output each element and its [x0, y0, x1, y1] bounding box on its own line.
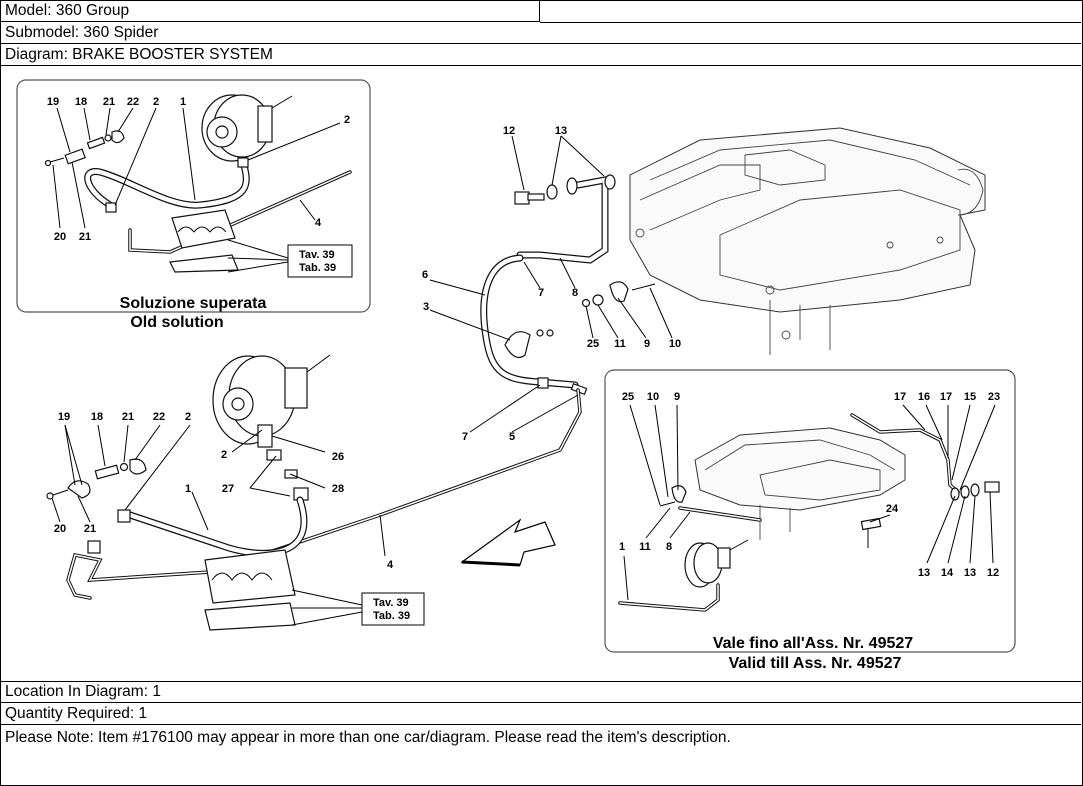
- diagram-row: Diagram: BRAKE BOOSTER SYSTEM: [0, 44, 1081, 66]
- callout-number: 2: [344, 114, 350, 126]
- model-row-filler: [540, 0, 1081, 23]
- callout-number: 7: [538, 287, 544, 299]
- callout-number: 25: [622, 391, 634, 403]
- callout-number: 2: [221, 449, 227, 461]
- callout-number: 12: [503, 125, 515, 137]
- callout-number: 21: [103, 96, 115, 108]
- callout-number: 8: [572, 287, 578, 299]
- callout-number: 25: [587, 338, 599, 350]
- callout-number: 22: [127, 96, 139, 108]
- main-assembly-drawing: [46, 135, 673, 631]
- callout-number: 4: [387, 559, 394, 571]
- callout-number: 20: [54, 231, 66, 243]
- location-row: Location In Diagram: 1: [0, 681, 1081, 703]
- callout-number: 1: [180, 96, 186, 108]
- callout-number: 10: [647, 391, 659, 403]
- callout-number: 21: [84, 523, 96, 535]
- main-tab-label: Tab. 39: [373, 610, 410, 622]
- callout-number: 22: [153, 411, 165, 423]
- callout-number: 13: [964, 567, 976, 579]
- valid-till-caption-en: Valid till Ass. Nr. 49527: [729, 655, 902, 672]
- note-text: Please Note: Item #176100 may appear in …: [5, 729, 731, 746]
- valid-till-inset: [604, 369, 1016, 653]
- callout-number: 28: [332, 483, 344, 495]
- engine-intake-drawing: [629, 127, 986, 355]
- callout-number: 12: [987, 567, 999, 579]
- quantity-row: Quantity Required: 1: [0, 703, 1081, 725]
- callout-number: 18: [91, 411, 103, 423]
- callout-number: 27: [222, 483, 234, 495]
- callout-number: 18: [75, 96, 87, 108]
- callout-number: 1: [185, 483, 191, 495]
- note-row: Please Note: Item #176100 may appear in …: [0, 725, 1081, 784]
- callout-number: 21: [122, 411, 134, 423]
- callout-number: 11: [639, 541, 651, 553]
- callout-number: 14: [941, 567, 954, 579]
- callout-number: 19: [58, 411, 70, 423]
- callout-number: 17: [940, 391, 952, 403]
- old-tav-label: Tav. 39: [299, 249, 335, 261]
- location-label: Location In Diagram: 1: [5, 683, 161, 700]
- submodel-row: Submodel: 360 Spider: [0, 22, 1081, 44]
- callout-number: 3: [423, 301, 429, 313]
- main-tav-label: Tav. 39: [373, 597, 409, 609]
- old-tab-label: Tab. 39: [299, 262, 336, 274]
- callout-number: 4: [315, 217, 322, 229]
- callout-number: 23: [988, 391, 1000, 403]
- model-label: Model: 360 Group: [5, 2, 130, 19]
- diagram-label: Diagram: BRAKE BOOSTER SYSTEM: [5, 46, 273, 63]
- callout-number: 11: [614, 338, 626, 350]
- valid-till-caption-it: Vale fino all'Ass. Nr. 49527: [713, 635, 913, 652]
- submodel-label: Submodel: 360 Spider: [5, 24, 159, 41]
- callout-number: 13: [918, 567, 930, 579]
- callout-number: 17: [894, 391, 906, 403]
- model-row: Model: 360 Group: [0, 0, 540, 22]
- callout-number: 24: [886, 503, 899, 515]
- callout-number: 9: [674, 391, 680, 403]
- callout-number: 15: [964, 391, 976, 403]
- callout-number: 6: [422, 269, 428, 281]
- callout-number: 2: [185, 411, 191, 423]
- callout-number: 10: [669, 338, 681, 350]
- old-solution-caption-it: Soluzione superata: [120, 295, 267, 312]
- old-solution-inset: [16, 79, 371, 313]
- callout-number: 21: [79, 231, 91, 243]
- callout-number: 1: [619, 541, 625, 553]
- quantity-label: Quantity Required: 1: [5, 705, 148, 722]
- callout-number: 2: [153, 96, 159, 108]
- callout-number: 19: [47, 96, 59, 108]
- callout-number: 9: [644, 338, 650, 350]
- old-solution-caption-en: Old solution: [130, 314, 223, 331]
- callout-number: 8: [666, 541, 672, 553]
- callout-number: 20: [54, 523, 66, 535]
- callout-number: 7: [462, 431, 468, 443]
- callout-number: 5: [509, 431, 515, 443]
- callout-number: 16: [918, 391, 930, 403]
- callout-number: 13: [555, 125, 567, 137]
- callout-number: 26: [332, 451, 344, 463]
